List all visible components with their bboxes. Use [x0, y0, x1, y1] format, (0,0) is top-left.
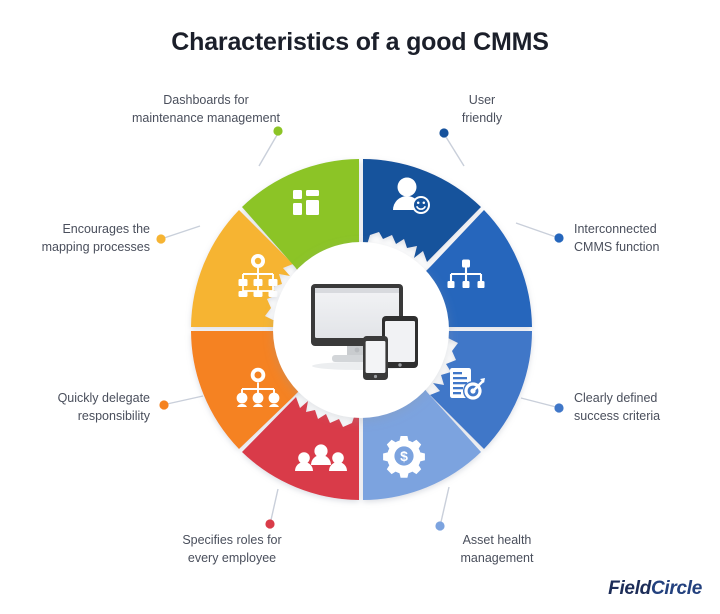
callout-line-1: Asset health	[462, 533, 532, 547]
logo-text-circle: Circle	[650, 578, 702, 599]
svg-text:$: $	[400, 448, 408, 464]
callout-encourages-the-mapping-processes[interactable]: Encourages the mapping processes	[14, 221, 150, 257]
connector-dot-mapping	[156, 234, 166, 244]
gear-dollar-icon: $	[383, 436, 425, 478]
delegation-network-icon	[236, 367, 280, 407]
connector-dot-success-criteria	[554, 403, 564, 413]
checklist-target-icon	[450, 368, 485, 401]
sitemap-icon	[238, 254, 278, 297]
callout-interconnected-cmms-function[interactable]: Interconnected CMMS function	[574, 221, 714, 257]
callout-line-2: CMMS function	[574, 239, 660, 254]
segment-clearly-defined-success-criteria[interactable]	[430, 331, 532, 449]
callout-user-friendly[interactable]: User friendly	[404, 92, 560, 128]
callout-dashboards-for-maintenance-management[interactable]: Dashboards for maintenance management	[76, 92, 336, 128]
callout-line-1: User	[468, 93, 496, 107]
team-group-icon	[295, 444, 347, 471]
callout-line-1: Interconnected	[574, 222, 657, 236]
responsive-devices-icon	[311, 284, 418, 380]
connector-dot-user-friendly	[439, 128, 449, 138]
connector-dot-delegate	[159, 400, 169, 410]
callout-line-2: mapping processes	[41, 239, 150, 254]
callout-clearly-defined-success-criteria[interactable]: Clearly defined success criteria	[574, 390, 714, 426]
page-title: Characteristics of a good CMMS	[171, 28, 549, 56]
callout-specifies-roles-for-every-employee[interactable]: Specifies roles for every employee	[142, 532, 322, 568]
callout-line-2: maintenance management	[131, 110, 280, 125]
callout-line-1: Quickly delegate	[57, 391, 150, 405]
callout-line-1: Dashboards for	[163, 93, 249, 107]
callout-line-2: responsibility	[77, 408, 150, 423]
org-chart-icon	[447, 259, 485, 288]
segment-encourages-the-mapping-processes[interactable]	[191, 210, 293, 327]
connector-dot-asset-health	[435, 521, 445, 531]
dashboard-grid-icon	[293, 190, 319, 215]
callout-line-2: management	[460, 550, 534, 565]
segment-specifies-roles-for-every-employee[interactable]	[242, 397, 359, 500]
connector-dot-interconnected	[554, 233, 564, 243]
callout-asset-health-management[interactable]: Asset health management	[412, 532, 582, 568]
callout-line-1: Encourages the	[62, 222, 150, 236]
callout-quickly-delegate-responsibility[interactable]: Quickly delegate responsibility	[14, 390, 150, 426]
connector-lines	[156, 126, 564, 531]
callout-line-1: Clearly defined	[574, 391, 658, 405]
callout-line-2: success criteria	[574, 408, 661, 423]
segment-user-friendly[interactable]	[363, 159, 481, 262]
callout-line-2: friendly	[461, 110, 503, 125]
connector-dot-roles	[265, 519, 275, 529]
connector-dot-dashboards	[273, 126, 283, 136]
user-smiley-icon	[393, 177, 430, 214]
fieldcircle-logo[interactable]: FieldCircle	[608, 578, 702, 600]
callout-line-1: Specifies roles for	[182, 533, 282, 547]
callout-line-2: every employee	[187, 550, 277, 565]
logo-text-field: Field	[608, 578, 651, 599]
